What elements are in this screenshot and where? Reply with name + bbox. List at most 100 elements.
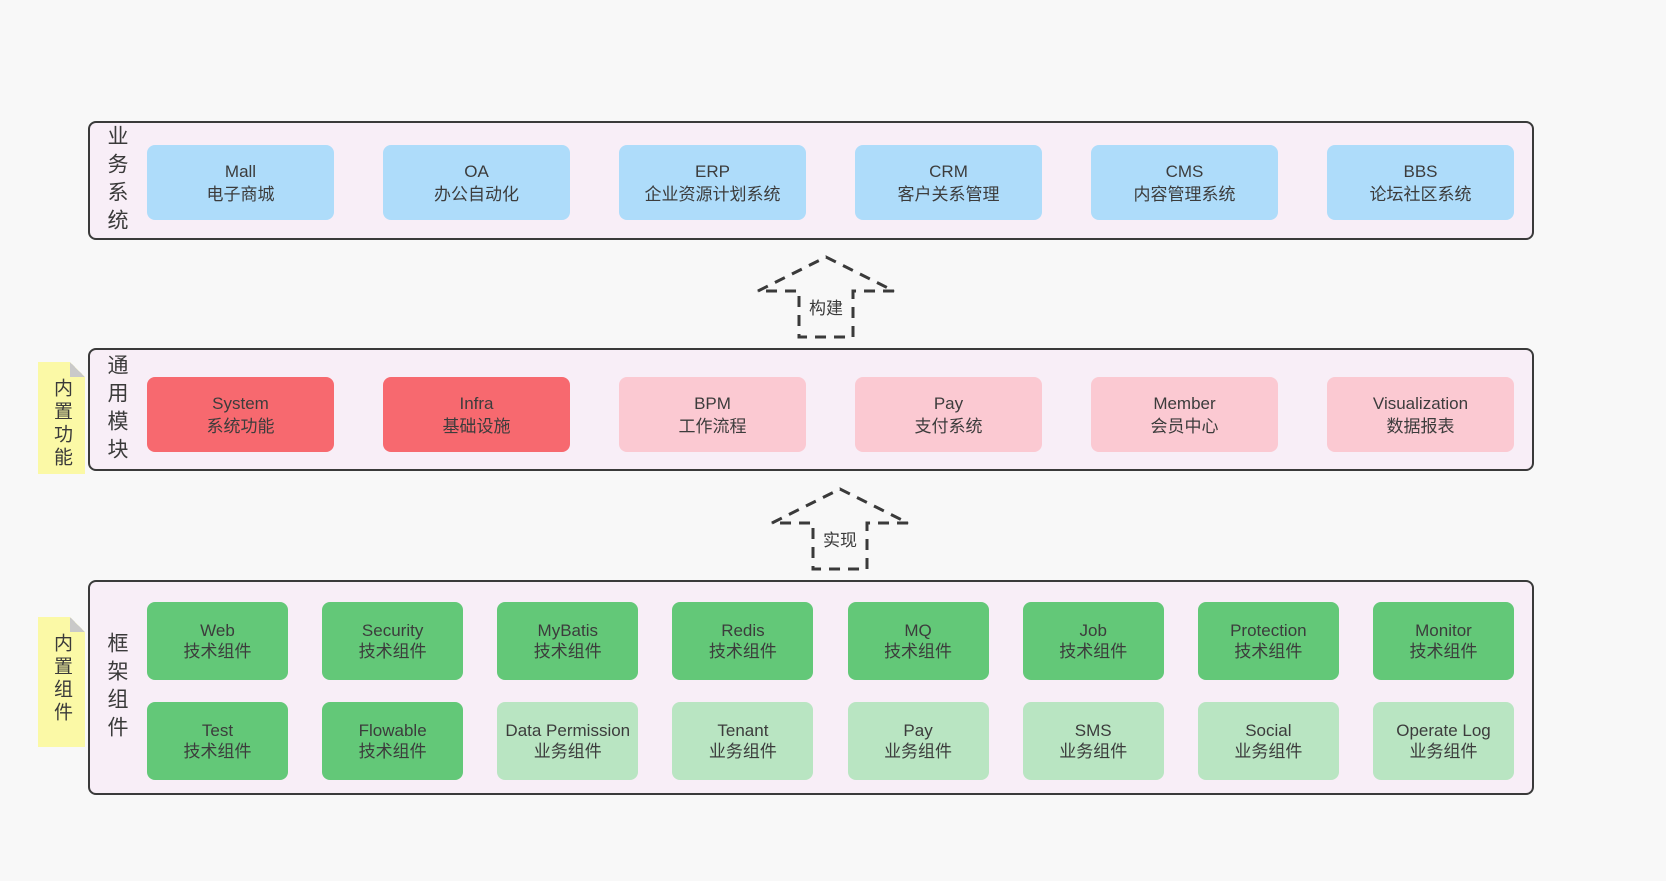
box-title: Mall <box>224 161 257 181</box>
up-arrow-icon <box>771 487 909 571</box>
box-title: Pay <box>933 393 964 413</box>
modules-section-label: 通用模块 <box>105 353 128 466</box>
box-subtitle: 业务组件 <box>1059 742 1128 761</box>
box-security: Security 技术组件 <box>322 602 464 680</box>
box-title: MyBatis <box>537 621 599 640</box>
box-title: BPM <box>694 393 731 413</box>
box-pay-component: Pay 业务组件 <box>847 702 989 780</box>
implement-arrow: 实现 <box>740 483 940 575</box>
box-pay-module: Pay 支付系统 <box>855 377 1042 452</box>
box-subtitle: 企业资源计划系统 <box>644 184 781 204</box>
box-subtitle: 工作流程 <box>678 416 747 436</box>
box-subtitle: 技术组件 <box>1409 642 1478 661</box>
box-subtitle: 内容管理系统 <box>1133 184 1236 204</box>
builtin-components-sticky-note: 内置组件 <box>38 617 85 747</box>
build-arrow-label: 构建 <box>806 293 846 320</box>
box-subtitle: 技术组件 <box>358 742 427 761</box>
business-section-label: 业务系统 <box>105 124 128 237</box>
box-title: Job <box>1079 621 1107 640</box>
framework-components-section: 框架组件 Web 技术组件 Security 技术组件 MyBatis 技术组件… <box>88 580 1534 795</box>
box-subtitle: 技术组件 <box>183 642 252 661</box>
box-subtitle: 技术组件 <box>1059 642 1128 661</box>
box-subtitle: 业务组件 <box>1409 742 1478 761</box>
up-arrow-icon <box>757 255 895 339</box>
box-title: Protection <box>1230 621 1307 640</box>
box-subtitle: 办公自动化 <box>434 184 519 204</box>
box-title: CMS <box>1165 161 1204 181</box>
box-flowable: Flowable 技术组件 <box>322 702 464 780</box>
box-infra: Infra 基础设施 <box>383 377 570 452</box>
box-mall: Mall 电子商城 <box>147 145 334 220</box>
framework-box-row-2: Test 技术组件 Flowable 技术组件 Data Permission … <box>147 702 1514 780</box>
business-box-row: Mall 电子商城 OA 办公自动化 ERP 企业资源计划系统 CRM 客户关系… <box>147 145 1514 220</box>
box-title: Member <box>1153 393 1216 413</box>
box-cms: CMS 内容管理系统 <box>1091 145 1278 220</box>
box-subtitle: 技术组件 <box>533 642 602 661</box>
box-subtitle: 支付系统 <box>914 416 983 436</box>
box-subtitle: 业务组件 <box>533 742 602 761</box>
box-title: SMS <box>1074 721 1112 740</box>
box-bpm: BPM 工作流程 <box>619 377 806 452</box>
box-job: Job 技术组件 <box>1022 602 1164 680</box>
business-systems-section: 业务系统 Mall 电子商城 OA 办公自动化 ERP 企业资源计划系统 CRM… <box>88 121 1534 240</box>
build-arrow: 构建 <box>726 251 926 343</box>
box-title: Web <box>200 621 235 640</box>
box-data-permission: Data Permission 业务组件 <box>497 702 639 780</box>
box-test: Test 技术组件 <box>147 702 288 780</box>
box-title: MQ <box>904 621 932 640</box>
builtin-features-sticky-note: 内置功能 <box>38 362 85 474</box>
box-title: Monitor <box>1415 621 1472 640</box>
box-subtitle: 论坛社区系统 <box>1369 184 1472 204</box>
sticky-label: 内置功能 <box>51 378 72 470</box>
box-crm: CRM 客户关系管理 <box>855 145 1042 220</box>
box-subtitle: 业务组件 <box>884 742 953 761</box>
box-title: Visualization <box>1372 393 1469 413</box>
box-title: Infra <box>459 393 494 413</box>
framework-box-row-1: Web 技术组件 Security 技术组件 MyBatis 技术组件 Redi… <box>147 602 1514 680</box>
box-title: Pay <box>903 721 933 740</box>
common-modules-section: 通用模块 System 系统功能 Infra 基础设施 BPM 工作流程 Pay… <box>88 348 1534 471</box>
box-title: Tenant <box>717 721 769 740</box>
box-subtitle: 技术组件 <box>183 742 252 761</box>
box-oa: OA 办公自动化 <box>383 145 570 220</box>
box-subtitle: 基础设施 <box>442 416 511 436</box>
box-monitor: Monitor 技术组件 <box>1372 602 1514 680</box>
box-subtitle: 技术组件 <box>1234 642 1303 661</box>
sticky-label: 内置组件 <box>51 633 72 725</box>
box-subtitle: 系统功能 <box>206 416 275 436</box>
box-title: Social <box>1245 721 1292 740</box>
box-system: System 系统功能 <box>147 377 334 452</box>
sticky-fold-corner <box>70 362 85 377</box>
box-mq: MQ 技术组件 <box>847 602 989 680</box>
box-title: Test <box>201 721 234 740</box>
box-visualization: Visualization 数据报表 <box>1327 377 1514 452</box>
box-subtitle: 会员中心 <box>1150 416 1219 436</box>
box-title: CRM <box>929 161 968 181</box>
box-title: Security <box>361 621 424 640</box>
box-title: BBS <box>1403 161 1438 181</box>
box-bbs: BBS 论坛社区系统 <box>1327 145 1514 220</box>
box-title: Flowable <box>358 721 427 740</box>
box-web: Web 技术组件 <box>147 602 288 680</box>
box-title: Redis <box>721 621 765 640</box>
box-subtitle: 数据报表 <box>1386 416 1455 436</box>
box-subtitle: 客户关系管理 <box>897 184 1000 204</box>
box-subtitle: 业务组件 <box>708 742 777 761</box>
box-protection: Protection 技术组件 <box>1197 602 1339 680</box>
implement-arrow-label: 实现 <box>820 525 860 552</box>
box-subtitle: 电子商城 <box>206 184 275 204</box>
box-member: Member 会员中心 <box>1091 377 1278 452</box>
box-sms: SMS 业务组件 <box>1022 702 1164 780</box>
sticky-fold-corner <box>70 617 85 632</box>
box-subtitle: 技术组件 <box>358 642 427 661</box>
box-mybatis: MyBatis 技术组件 <box>497 602 639 680</box>
box-subtitle: 技术组件 <box>884 642 953 661</box>
box-subtitle: 业务组件 <box>1234 742 1303 761</box>
box-title: ERP <box>695 161 730 181</box>
box-operate-log: Operate Log 业务组件 <box>1372 702 1514 780</box>
modules-box-row: System 系统功能 Infra 基础设施 BPM 工作流程 Pay 支付系统… <box>147 377 1514 452</box>
box-title: OA <box>464 161 489 181</box>
box-title: Operate Log <box>1396 721 1491 740</box>
framework-section-label: 框架组件 <box>105 631 128 744</box>
